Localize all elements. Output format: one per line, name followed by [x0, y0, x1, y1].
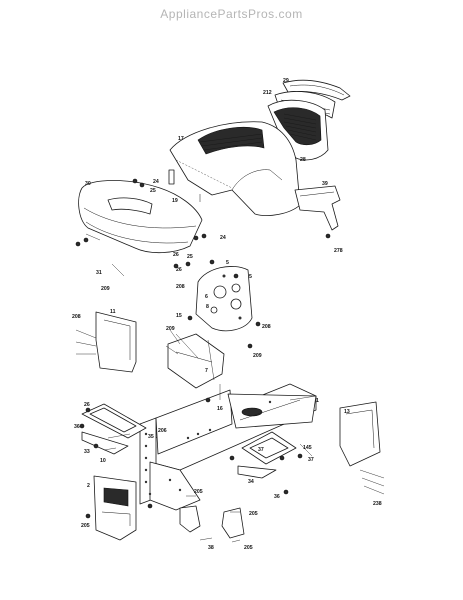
part-label: 13 [344, 409, 350, 415]
part-label: 24 [153, 179, 159, 185]
part-label: 30 [85, 181, 91, 187]
part-label: 238 [373, 501, 382, 507]
part-label: 206 [158, 428, 167, 434]
part-label: 8 [206, 304, 209, 310]
fender-deck [78, 180, 203, 254]
part-label: 35 [148, 434, 154, 440]
part-label: 34 [248, 479, 254, 485]
part-label: 145 [303, 445, 312, 451]
fasteners [75, 178, 331, 543]
dash-panel [195, 266, 253, 332]
part-label: 37 [308, 457, 314, 463]
part-label: 2 [87, 483, 90, 489]
part-label: 205 [194, 489, 203, 495]
part-label: 7 [205, 368, 208, 374]
part-label: 33 [84, 449, 90, 455]
part-label: 24 [220, 235, 226, 241]
part-label: 209 [101, 286, 110, 292]
part-number-labels: 29 212 17 28 30 24 25 19 39 278 24 26 25… [72, 78, 382, 551]
part-label: 209 [253, 353, 262, 359]
left-footrest [81, 403, 147, 455]
part-label: 278 [334, 248, 343, 254]
part-label: 212 [263, 90, 272, 96]
right-footrest [237, 431, 297, 479]
part-label: 37 [258, 447, 264, 453]
front-bracket [93, 475, 137, 541]
part-label: 29 [283, 78, 289, 84]
part-label: 31 [96, 270, 102, 276]
hood [169, 121, 301, 216]
part-label: 208 [176, 284, 185, 290]
part-label: 17 [178, 136, 184, 142]
part-label: 205 [244, 545, 253, 551]
small-brackets [168, 169, 341, 231]
part-label: 205 [249, 511, 258, 517]
part-label: 36 [274, 494, 280, 500]
part-label: 15 [176, 313, 182, 319]
part-label: 16 [217, 406, 223, 412]
part-label: 5 [226, 260, 229, 266]
part-label: 26 [176, 267, 182, 273]
part-label: 205 [81, 523, 90, 529]
part-label: 1 [316, 398, 319, 404]
part-label: 10 [100, 458, 106, 464]
main-frame [139, 383, 317, 511]
center-cover [167, 333, 225, 389]
part-label: 208 [262, 324, 271, 330]
part-label: 39 [322, 181, 328, 187]
part-label: 26 [173, 252, 179, 258]
right-side-panel [339, 401, 385, 495]
part-label: 38 [208, 545, 214, 551]
part-label: 26 [84, 402, 90, 408]
left-side-panel [75, 311, 137, 373]
part-label: 25 [187, 254, 193, 260]
part-label: 36 [74, 424, 80, 430]
part-label: 5 [249, 274, 252, 280]
watermark-text: AppliancePartsPros.com [160, 7, 303, 21]
part-label: 11 [110, 309, 116, 315]
part-label: 208 [72, 314, 81, 320]
lower-brackets [179, 505, 245, 539]
part-label: 6 [205, 294, 208, 300]
part-label: 209 [166, 326, 175, 332]
part-label: 28 [300, 157, 306, 163]
grille-assembly [267, 79, 351, 161]
part-label: 19 [172, 198, 178, 204]
part-label: 25 [150, 188, 156, 194]
